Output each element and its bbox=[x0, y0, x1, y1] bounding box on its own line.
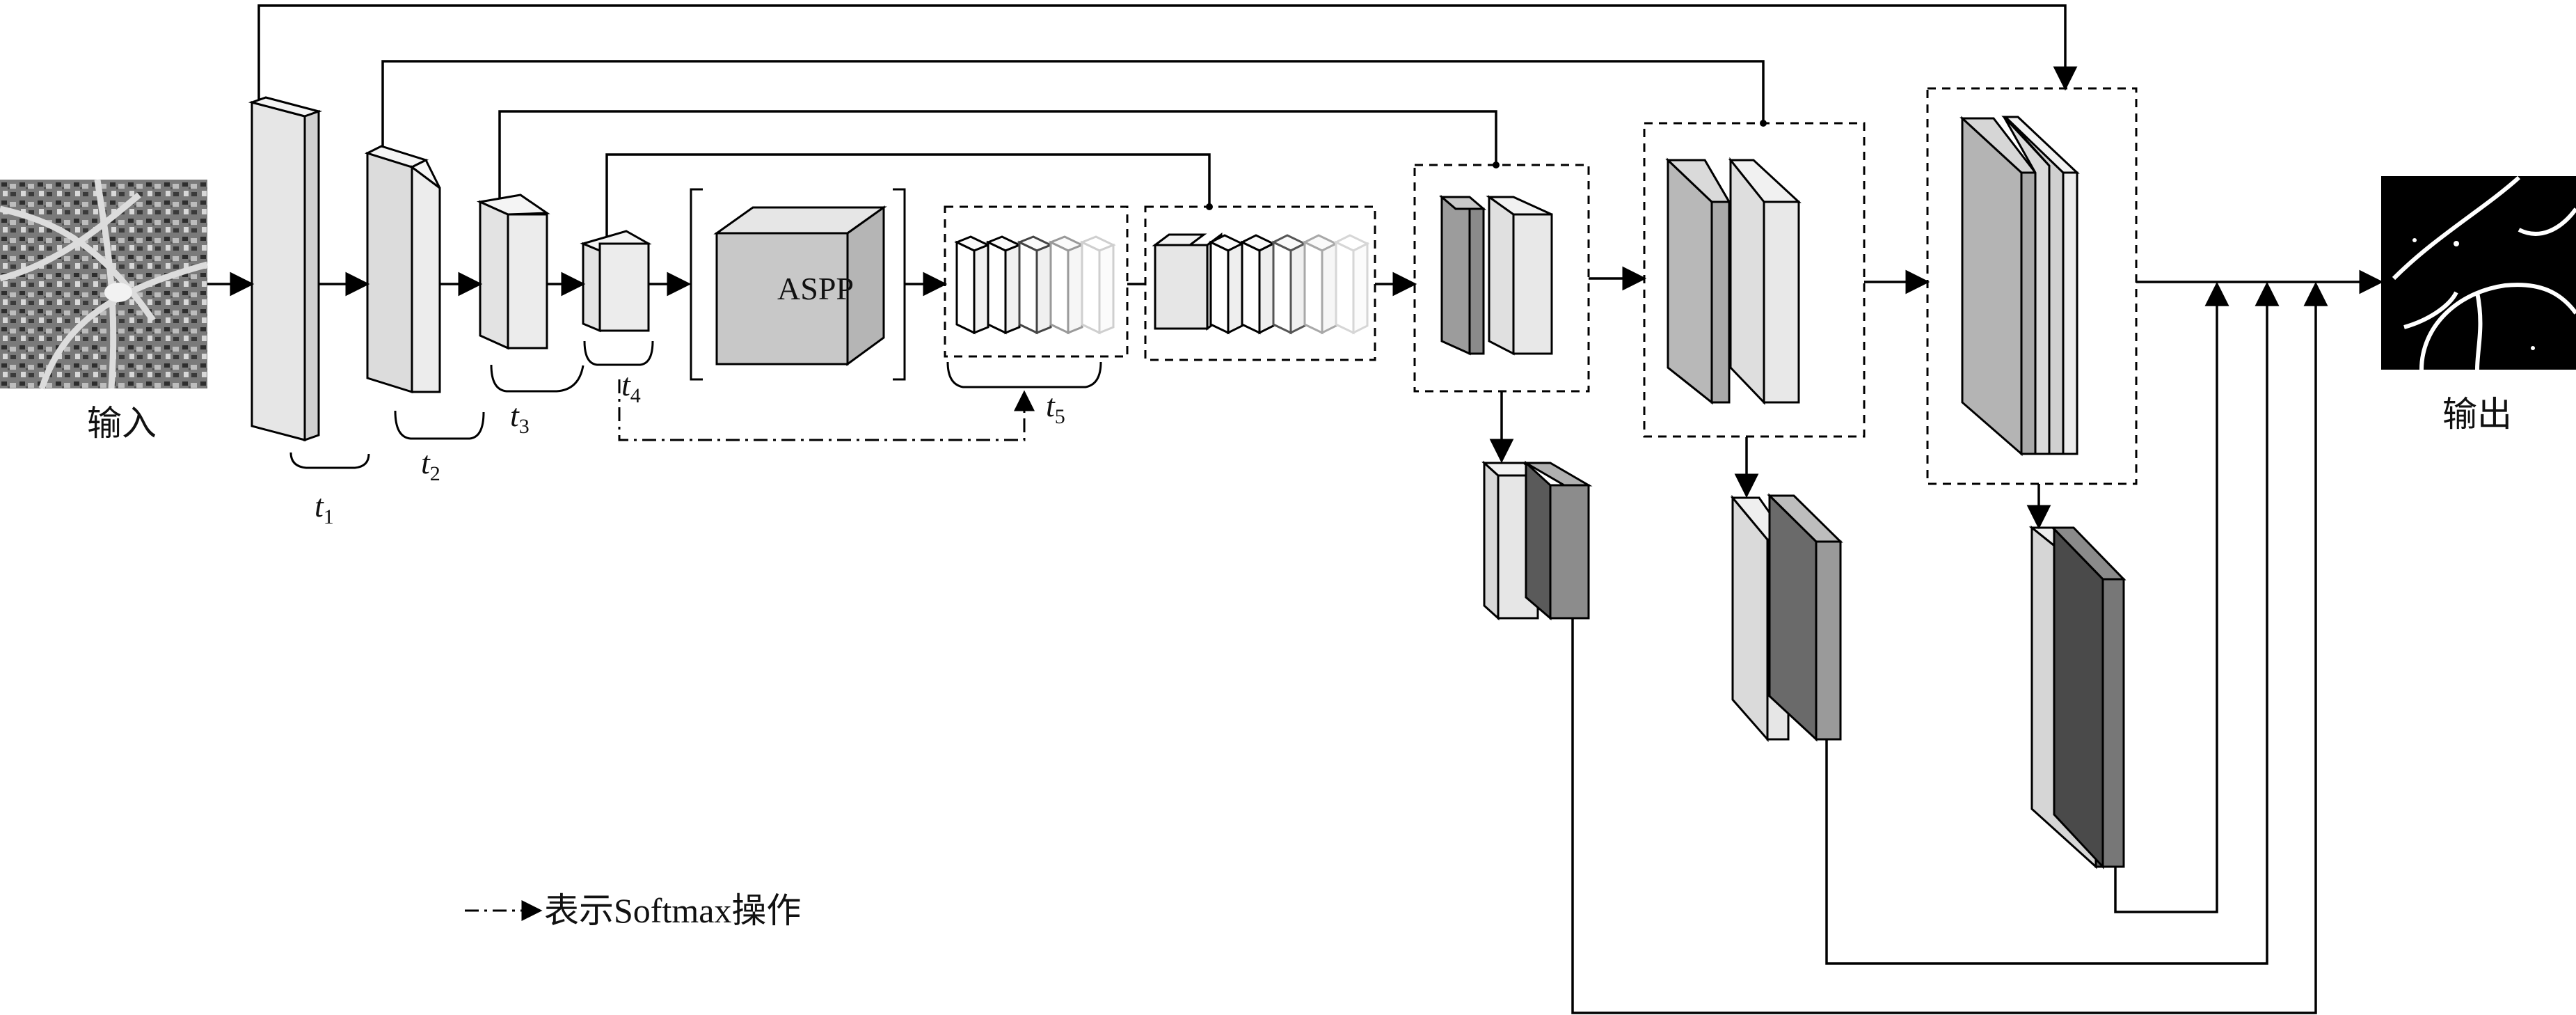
brace-t3 bbox=[490, 364, 585, 393]
side-output-connections bbox=[1571, 281, 2328, 1014]
t5-label: t5 bbox=[1046, 388, 1065, 428]
output-label: 输出 bbox=[2442, 395, 2512, 434]
side-block-c bbox=[2028, 525, 2126, 870]
legend-label: 表示Softmax操作 bbox=[544, 891, 801, 930]
t5-layer-stack bbox=[954, 235, 1116, 335]
encoder-block-3 bbox=[476, 194, 550, 350]
side-block-a bbox=[1481, 460, 1593, 621]
decoder-block-b bbox=[1665, 157, 1802, 405]
t3-label: t3 bbox=[510, 398, 530, 438]
aspp-block bbox=[713, 205, 887, 366]
brace-t5 bbox=[946, 361, 1102, 388]
brace-t1 bbox=[289, 452, 370, 469]
down-arrows bbox=[1489, 391, 2051, 530]
t4-label: t4 bbox=[621, 367, 641, 407]
encoder-block-1 bbox=[248, 96, 323, 442]
t2-label: t2 bbox=[421, 445, 440, 485]
decoder-block-a bbox=[1438, 194, 1553, 356]
side-block-b bbox=[1730, 493, 1843, 742]
decoder-dashed-group-1 bbox=[1144, 205, 1376, 361]
skip-connections bbox=[257, 4, 2078, 237]
brace-t2 bbox=[394, 410, 485, 440]
softmax-connection bbox=[618, 379, 1035, 441]
legend: 表示Softmax操作 bbox=[465, 891, 801, 930]
decoder-concat-block-1 bbox=[1152, 233, 1370, 335]
input-label: 输入 bbox=[87, 404, 157, 443]
brace-t4 bbox=[583, 340, 654, 366]
t1-label: t1 bbox=[315, 488, 334, 528]
encoder-block-2 bbox=[365, 145, 441, 394]
output-image bbox=[2381, 175, 2576, 370]
input-image bbox=[0, 179, 209, 390]
decoder-block-c bbox=[1959, 116, 2080, 457]
encoder-block-4 bbox=[580, 230, 652, 333]
aspp-label: ASPP bbox=[777, 271, 854, 306]
